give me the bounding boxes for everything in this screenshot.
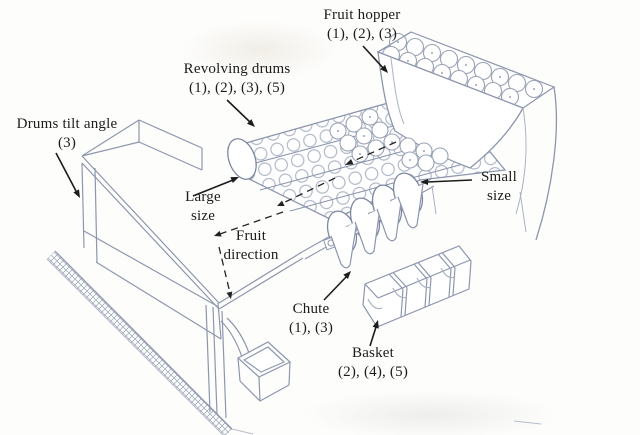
label-large-size: Large size [172, 188, 234, 226]
ground-hatch [46, 250, 542, 435]
chute-sketch [330, 183, 424, 269]
drum-end-large-holes [227, 138, 257, 180]
ground-line-fragment [513, 420, 542, 425]
label-line: size [190, 208, 216, 224]
label-line: (1), (2), (3) [326, 26, 398, 42]
fruits-on-drums [329, 108, 449, 172]
label-line: (1), (3) [288, 320, 334, 336]
label-line: Revolving drums [183, 61, 291, 77]
label-line: Chute [292, 301, 330, 317]
label-small-size: Small size [467, 168, 531, 206]
label-line: Large [185, 189, 221, 205]
label-line: size [486, 188, 512, 204]
label-line: direction [223, 247, 279, 263]
label-line: (2), (4), (5) [337, 364, 409, 380]
basket-arrow [369, 326, 377, 347]
fruit-direction-dashed-arrows [214, 141, 397, 299]
label-fruit-hopper: Fruit hopper (1), (2), (3) [298, 6, 426, 44]
label-revolving-drums: Revolving drums (1), (2), (3), (5) [162, 60, 312, 98]
fruit-hopper-arrow [362, 45, 385, 70]
label-line: Fruit [235, 228, 267, 244]
label-drums-tilt-angle: Drums tilt angle (3) [6, 115, 128, 153]
label-line: Basket [351, 345, 395, 361]
basket-row-sketch [362, 245, 472, 328]
large-size-arrow [192, 179, 234, 197]
hopper-sketch [376, 31, 558, 241]
drums-tilt-angle-arrow [55, 152, 77, 192]
small-size-arrow [426, 179, 473, 183]
revolving-drums-arrow [226, 99, 252, 124]
table-sketch [81, 119, 304, 419]
label-line: Drums tilt angle [16, 116, 118, 132]
large-fruit-box-sketch [220, 317, 292, 402]
label-line: Fruit hopper [323, 7, 401, 23]
label-chute: Chute (1), (3) [274, 300, 348, 338]
label-line: (1), (2), (3), (5) [188, 80, 286, 96]
label-arrows [55, 45, 473, 347]
label-line: Small [480, 169, 517, 185]
label-basket: Basket (2), (4), (5) [325, 344, 421, 382]
label-line: (3) [57, 135, 77, 151]
chute-arrow [323, 275, 348, 301]
label-fruit-direction: Fruit direction [208, 227, 294, 265]
